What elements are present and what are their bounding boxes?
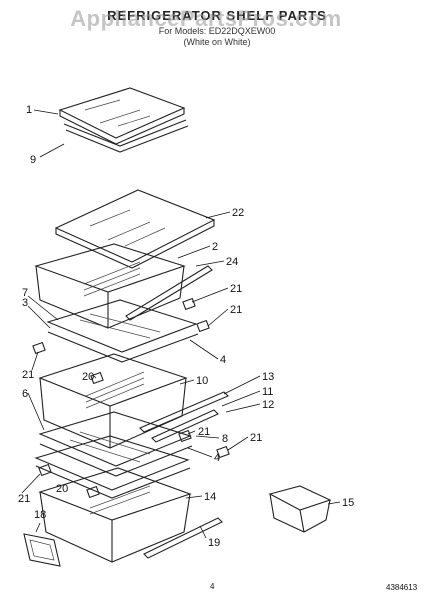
callout-21-b: 21 xyxy=(230,304,242,316)
watermark: AppliancePartsPros.com xyxy=(70,6,342,31)
callout-20-a: 20 xyxy=(82,371,94,383)
callout-21-d: 21 xyxy=(198,426,210,438)
dairy-bin xyxy=(268,485,332,533)
callout-labels: 1 9 22 2 24 7 21 3 21 4 21 20 10 6 13 11… xyxy=(18,104,354,549)
callout-8: 8 xyxy=(222,433,228,445)
document-reference: 4384613 xyxy=(386,583,418,592)
callout-24: 24 xyxy=(226,256,238,268)
callout-4-b: 4 xyxy=(214,452,220,464)
callout-6: 6 xyxy=(22,388,28,400)
page-number: 4 xyxy=(210,582,215,591)
callout-3: 3 xyxy=(22,297,28,309)
callout-14: 14 xyxy=(204,491,216,503)
callout-19: 19 xyxy=(208,537,220,549)
callout-21-e: 21 xyxy=(250,432,262,444)
callout-22: 22 xyxy=(232,207,244,219)
callout-13: 13 xyxy=(262,371,274,383)
label-card xyxy=(23,533,61,567)
callout-1: 1 xyxy=(26,104,32,116)
callout-10: 10 xyxy=(196,375,208,387)
callout-2: 2 xyxy=(212,241,218,253)
callout-15: 15 xyxy=(342,497,354,509)
callout-21-a: 21 xyxy=(230,283,242,295)
crisper-cover-glass xyxy=(54,189,216,269)
shelf-clips xyxy=(32,297,230,499)
crisper-frame-upper xyxy=(46,299,199,363)
callout-21-c: 21 xyxy=(22,369,34,381)
callout-18: 18 xyxy=(34,509,46,521)
callout-7: 7 xyxy=(22,287,28,299)
rail-13 xyxy=(139,391,229,433)
leader-lines xyxy=(21,109,341,539)
model-number-line: For Models: ED22DQXEW00 xyxy=(158,26,276,36)
lower-crisper-drawer xyxy=(38,467,192,563)
callout-9: 9 xyxy=(30,154,36,166)
drawer-rail-lower xyxy=(143,517,223,559)
crisper-frame-bottom xyxy=(34,435,191,499)
diagram-title: REFRIGERATOR SHELF PARTS xyxy=(107,8,327,23)
crisper-frame-lower xyxy=(38,411,193,477)
drawer-rail xyxy=(125,265,213,321)
callout-11: 11 xyxy=(262,386,273,398)
middle-crisper-drawer xyxy=(38,353,188,449)
callout-12: 12 xyxy=(262,399,274,411)
callout-20-b: 20 xyxy=(56,483,68,495)
shelf-frame xyxy=(63,119,189,153)
rail-11 xyxy=(151,409,219,443)
callout-4-a: 4 xyxy=(220,354,226,366)
callout-21-f: 21 xyxy=(18,493,30,505)
color-line: (White on White) xyxy=(183,37,251,47)
upper-crisper-drawer xyxy=(34,243,186,329)
